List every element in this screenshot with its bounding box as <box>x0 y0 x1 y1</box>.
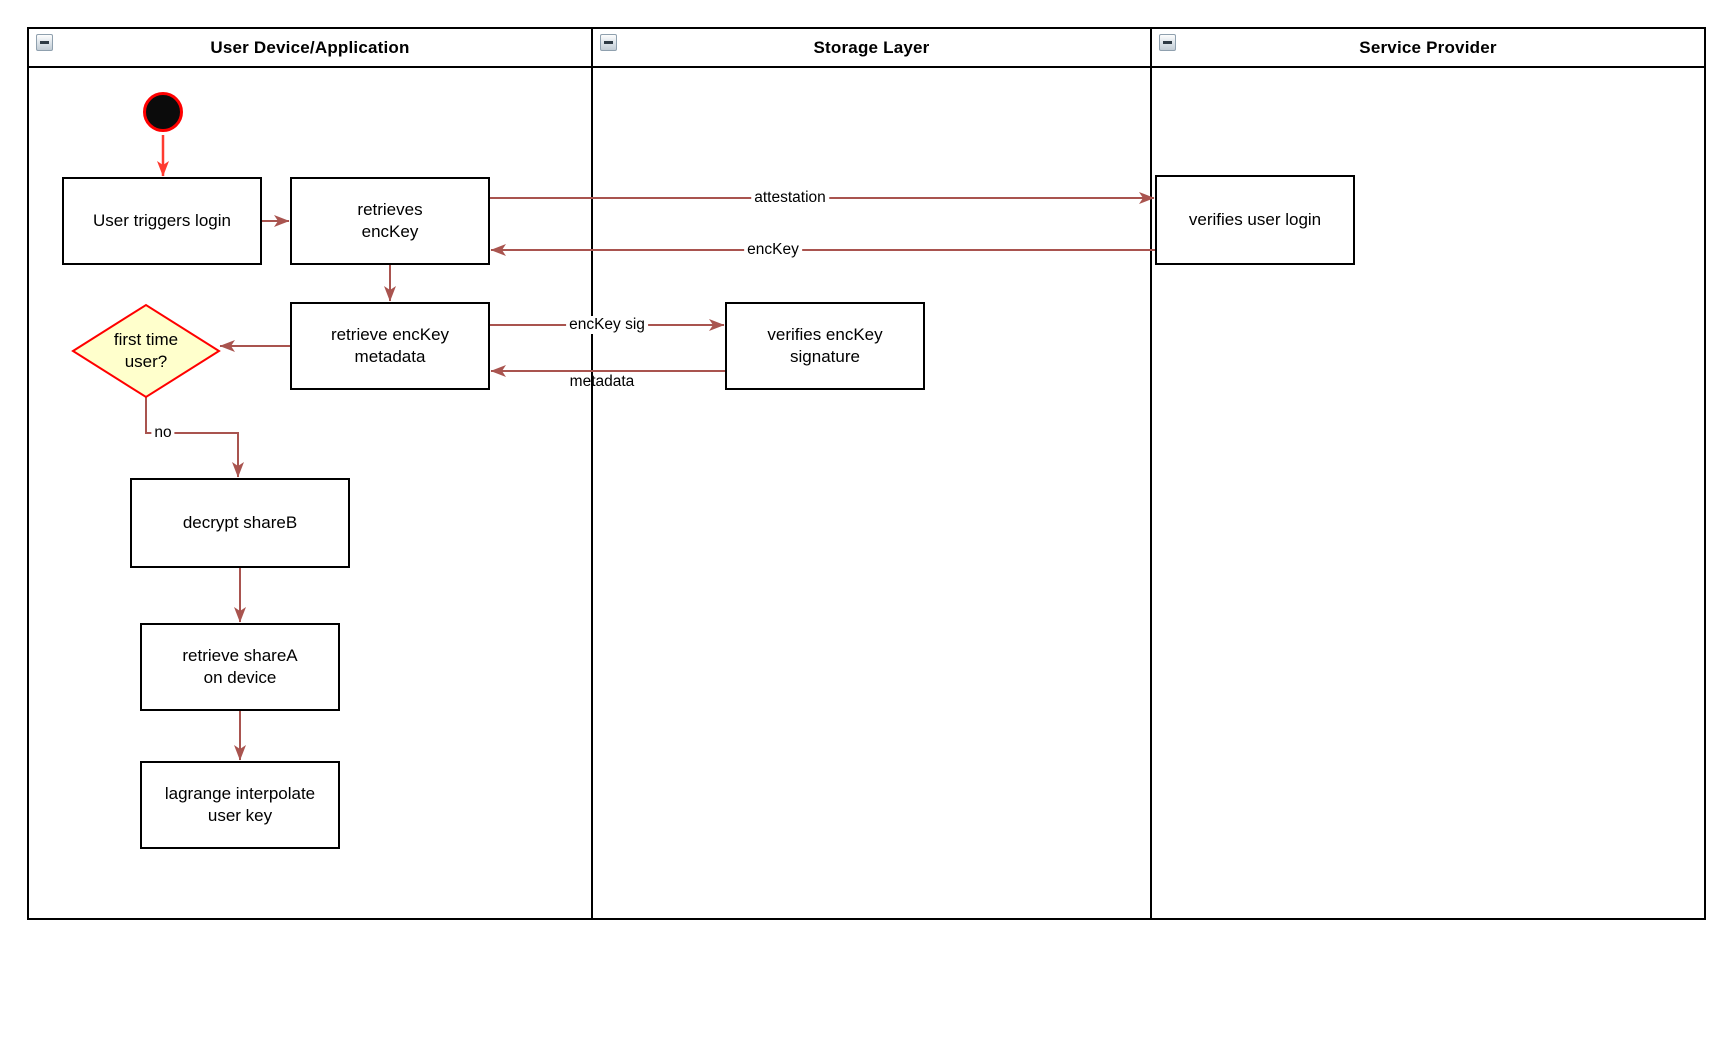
lane-header-service-provider[interactable]: Service Provider <box>1152 29 1704 68</box>
edge-label-no[interactable]: no <box>151 424 175 442</box>
minus-icon <box>604 41 613 44</box>
node-decrypt-shareb[interactable]: decrypt shareB <box>130 478 350 568</box>
lane-title: Service Provider <box>1359 37 1497 57</box>
node-user-triggers-login[interactable]: User triggers login <box>62 177 262 265</box>
node-label: verifies user login <box>1188 209 1322 229</box>
lane-header-user-device[interactable]: User Device/Application <box>29 29 591 68</box>
edge-label-metadata[interactable]: metadata <box>569 373 635 390</box>
decision-label: first time user? <box>113 329 179 371</box>
node-label: lagrange interpolate user key <box>164 783 316 825</box>
lane-header-storage-layer[interactable]: Storage Layer <box>593 29 1150 68</box>
node-label: decrypt shareB <box>182 512 298 532</box>
node-retrieves-enckey[interactable]: retrieves encKey <box>290 177 490 265</box>
lane-title: Storage Layer <box>813 37 930 57</box>
node-label: retrieve shareA on device <box>182 645 298 687</box>
edge-label-enckey-sig[interactable]: encKey sig <box>566 316 648 334</box>
start-node[interactable] <box>143 92 183 132</box>
minus-icon <box>40 41 49 44</box>
collapse-lane-icon[interactable] <box>600 34 617 51</box>
node-verifies-user-login[interactable]: verifies user login <box>1155 175 1355 265</box>
edge-label-enckey[interactable]: encKey <box>744 241 802 259</box>
node-verifies-enckey-signature[interactable]: verifies encKey signature <box>725 302 925 390</box>
node-label: verifies encKey signature <box>767 324 883 366</box>
edge-decision-no[interactable] <box>145 397 244 478</box>
node-label: User triggers login <box>93 210 231 230</box>
lane-title: User Device/Application <box>210 37 410 57</box>
minus-icon <box>1163 41 1172 44</box>
lane-service-provider: Service Provider <box>1150 29 1704 918</box>
decision-first-time-user[interactable] <box>71 303 221 399</box>
lane-storage-layer: Storage Layer <box>591 29 1150 918</box>
node-label: retrieve encKey metadata <box>330 324 450 366</box>
node-lagrange-interpolate[interactable]: lagrange interpolate user key <box>140 761 340 849</box>
node-retrieve-sharea[interactable]: retrieve shareA on device <box>140 623 340 711</box>
swimlane-pool: User Device/Application Storage Layer Se… <box>27 27 1706 920</box>
collapse-lane-icon[interactable] <box>1159 34 1176 51</box>
node-label: retrieves encKey <box>357 199 423 241</box>
collapse-lane-icon[interactable] <box>36 34 53 51</box>
node-retrieve-enckey-metadata[interactable]: retrieve encKey metadata <box>290 302 490 390</box>
edge-label-attestation[interactable]: attestation <box>751 189 829 207</box>
lane-user-device: User Device/Application <box>29 29 591 918</box>
